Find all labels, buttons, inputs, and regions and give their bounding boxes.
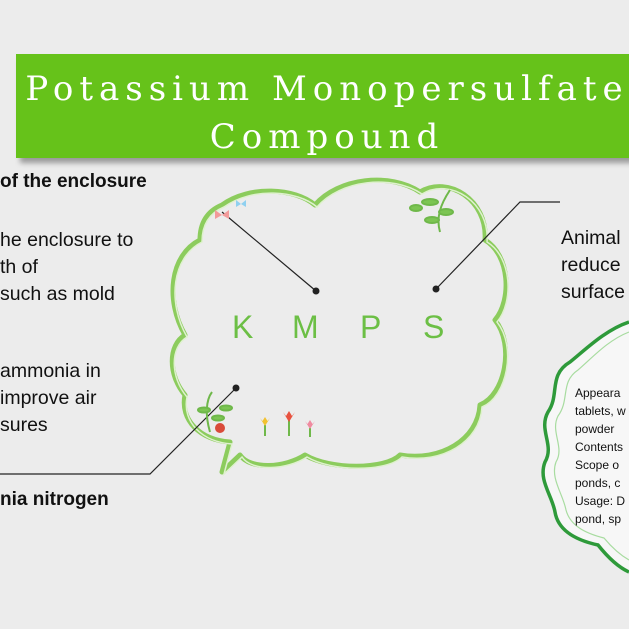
spec-line1: Appeara xyxy=(575,386,621,400)
spec-line7: Usage: D xyxy=(575,494,626,508)
left-footer: nia nitrogen xyxy=(0,489,109,510)
title-line-2: Compound xyxy=(209,117,445,157)
letter-k: K xyxy=(232,309,254,345)
leaf-sprig-icon xyxy=(409,189,454,233)
grass-icon xyxy=(197,391,233,433)
tulip-icons xyxy=(260,411,315,437)
right-line2: reduce xyxy=(561,254,621,276)
spec-line5: Scope o xyxy=(575,458,620,472)
left-para2-line3: sures xyxy=(0,414,48,436)
spec-line4: Contents xyxy=(575,440,624,454)
left-para1-line1: he enclosure to xyxy=(0,229,134,251)
right-line1: Animal xyxy=(561,227,621,249)
left-para1-line3: such as mold xyxy=(0,283,115,305)
letter-p: P xyxy=(360,309,382,345)
title-line-1: Potassium Monopersulfate xyxy=(25,69,629,109)
speech-cloud xyxy=(169,177,509,475)
spec-line6: ponds, c xyxy=(575,476,621,490)
spec-line2: tablets, w xyxy=(575,404,626,418)
left-para2-line1: ammonia in xyxy=(0,360,101,382)
spec-blob xyxy=(541,320,629,574)
left-heading: of the enclosure xyxy=(0,171,147,192)
left-para1-line2: th of xyxy=(0,256,38,278)
right-line3: surface xyxy=(561,281,625,303)
letter-s: S xyxy=(423,309,445,345)
spec-line3: powder xyxy=(575,422,615,436)
butterfly-icon xyxy=(215,200,246,219)
left-para2-line2: improve air xyxy=(0,387,97,409)
spec-line8: pond, sp xyxy=(575,512,622,526)
title-banner: Potassium Monopersulfate Compound xyxy=(16,54,629,158)
letter-m: M xyxy=(292,309,319,345)
leader-dots xyxy=(232,285,440,392)
